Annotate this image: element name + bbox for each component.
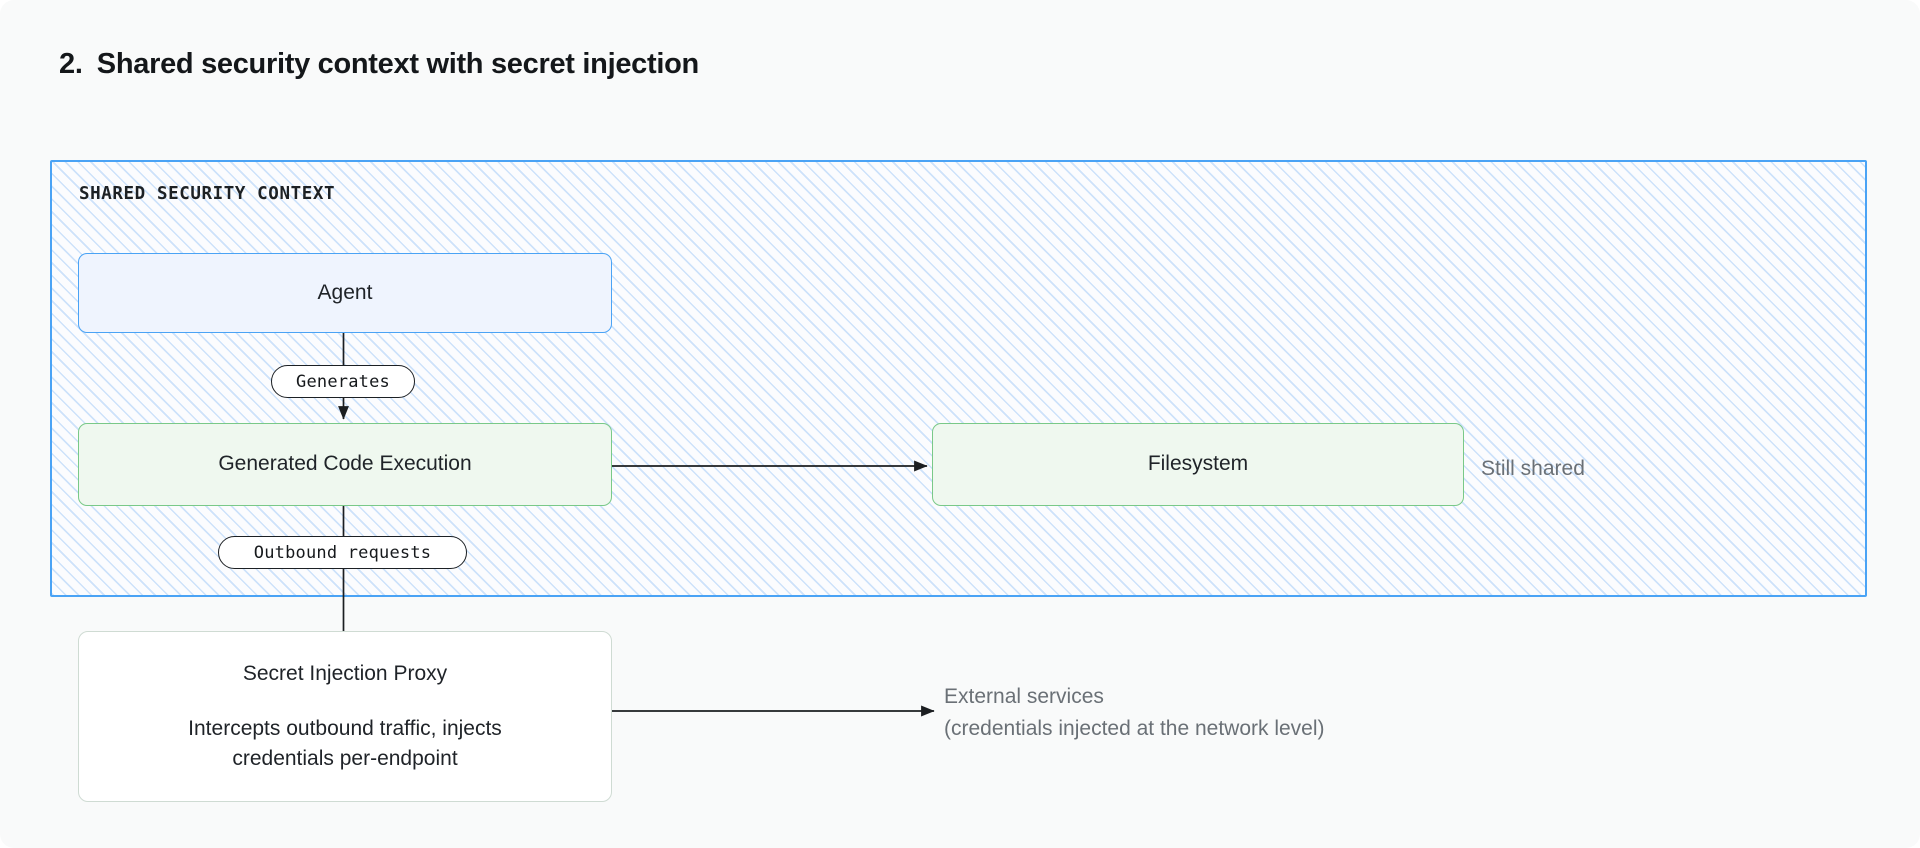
annotation-external-services-line2: (credentials injected at the network lev… (944, 716, 1325, 740)
annotation-external-services: External services (credentials injected … (944, 681, 1325, 744)
node-secret-injection-proxy-title: Secret Injection Proxy (242, 661, 448, 685)
annotation-still-shared: Still shared (1481, 457, 1585, 480)
edge-label-outbound-requests: Outbound requests (218, 536, 467, 569)
page-title-number: 2. (59, 48, 83, 80)
node-filesystem[interactable]: Filesystem (932, 423, 1464, 506)
annotation-external-services-line1: External services (944, 685, 1104, 708)
edge-label-generates: Generates (271, 365, 415, 398)
node-generated-code-execution-label: Generated Code Execution (218, 452, 472, 476)
node-secret-injection-proxy-description-line2: credentials per-endpoint (232, 746, 458, 770)
shared-security-context-boundary: SHARED SECURITY CONTEXT (50, 160, 1867, 597)
node-filesystem-label: Filesystem (1147, 452, 1249, 476)
edge-label-generates-text: Generates (296, 371, 390, 392)
shared-security-context-label: SHARED SECURITY CONTEXT (79, 184, 336, 204)
node-agent-label: Agent (317, 280, 373, 304)
node-secret-injection-proxy-description-line1: Intercepts outbound traffic, injects (188, 717, 502, 741)
page-title-text: Shared security context with secret inje… (96, 48, 699, 80)
node-generated-code-execution[interactable]: Generated Code Execution (78, 423, 612, 506)
page-title: 2. Shared security context with secret i… (59, 48, 699, 81)
node-secret-injection-proxy[interactable]: Secret Injection Proxy Intercepts outbou… (78, 631, 612, 802)
node-agent[interactable]: Agent (78, 253, 612, 333)
edge-label-outbound-requests-text: Outbound requests (253, 542, 432, 563)
